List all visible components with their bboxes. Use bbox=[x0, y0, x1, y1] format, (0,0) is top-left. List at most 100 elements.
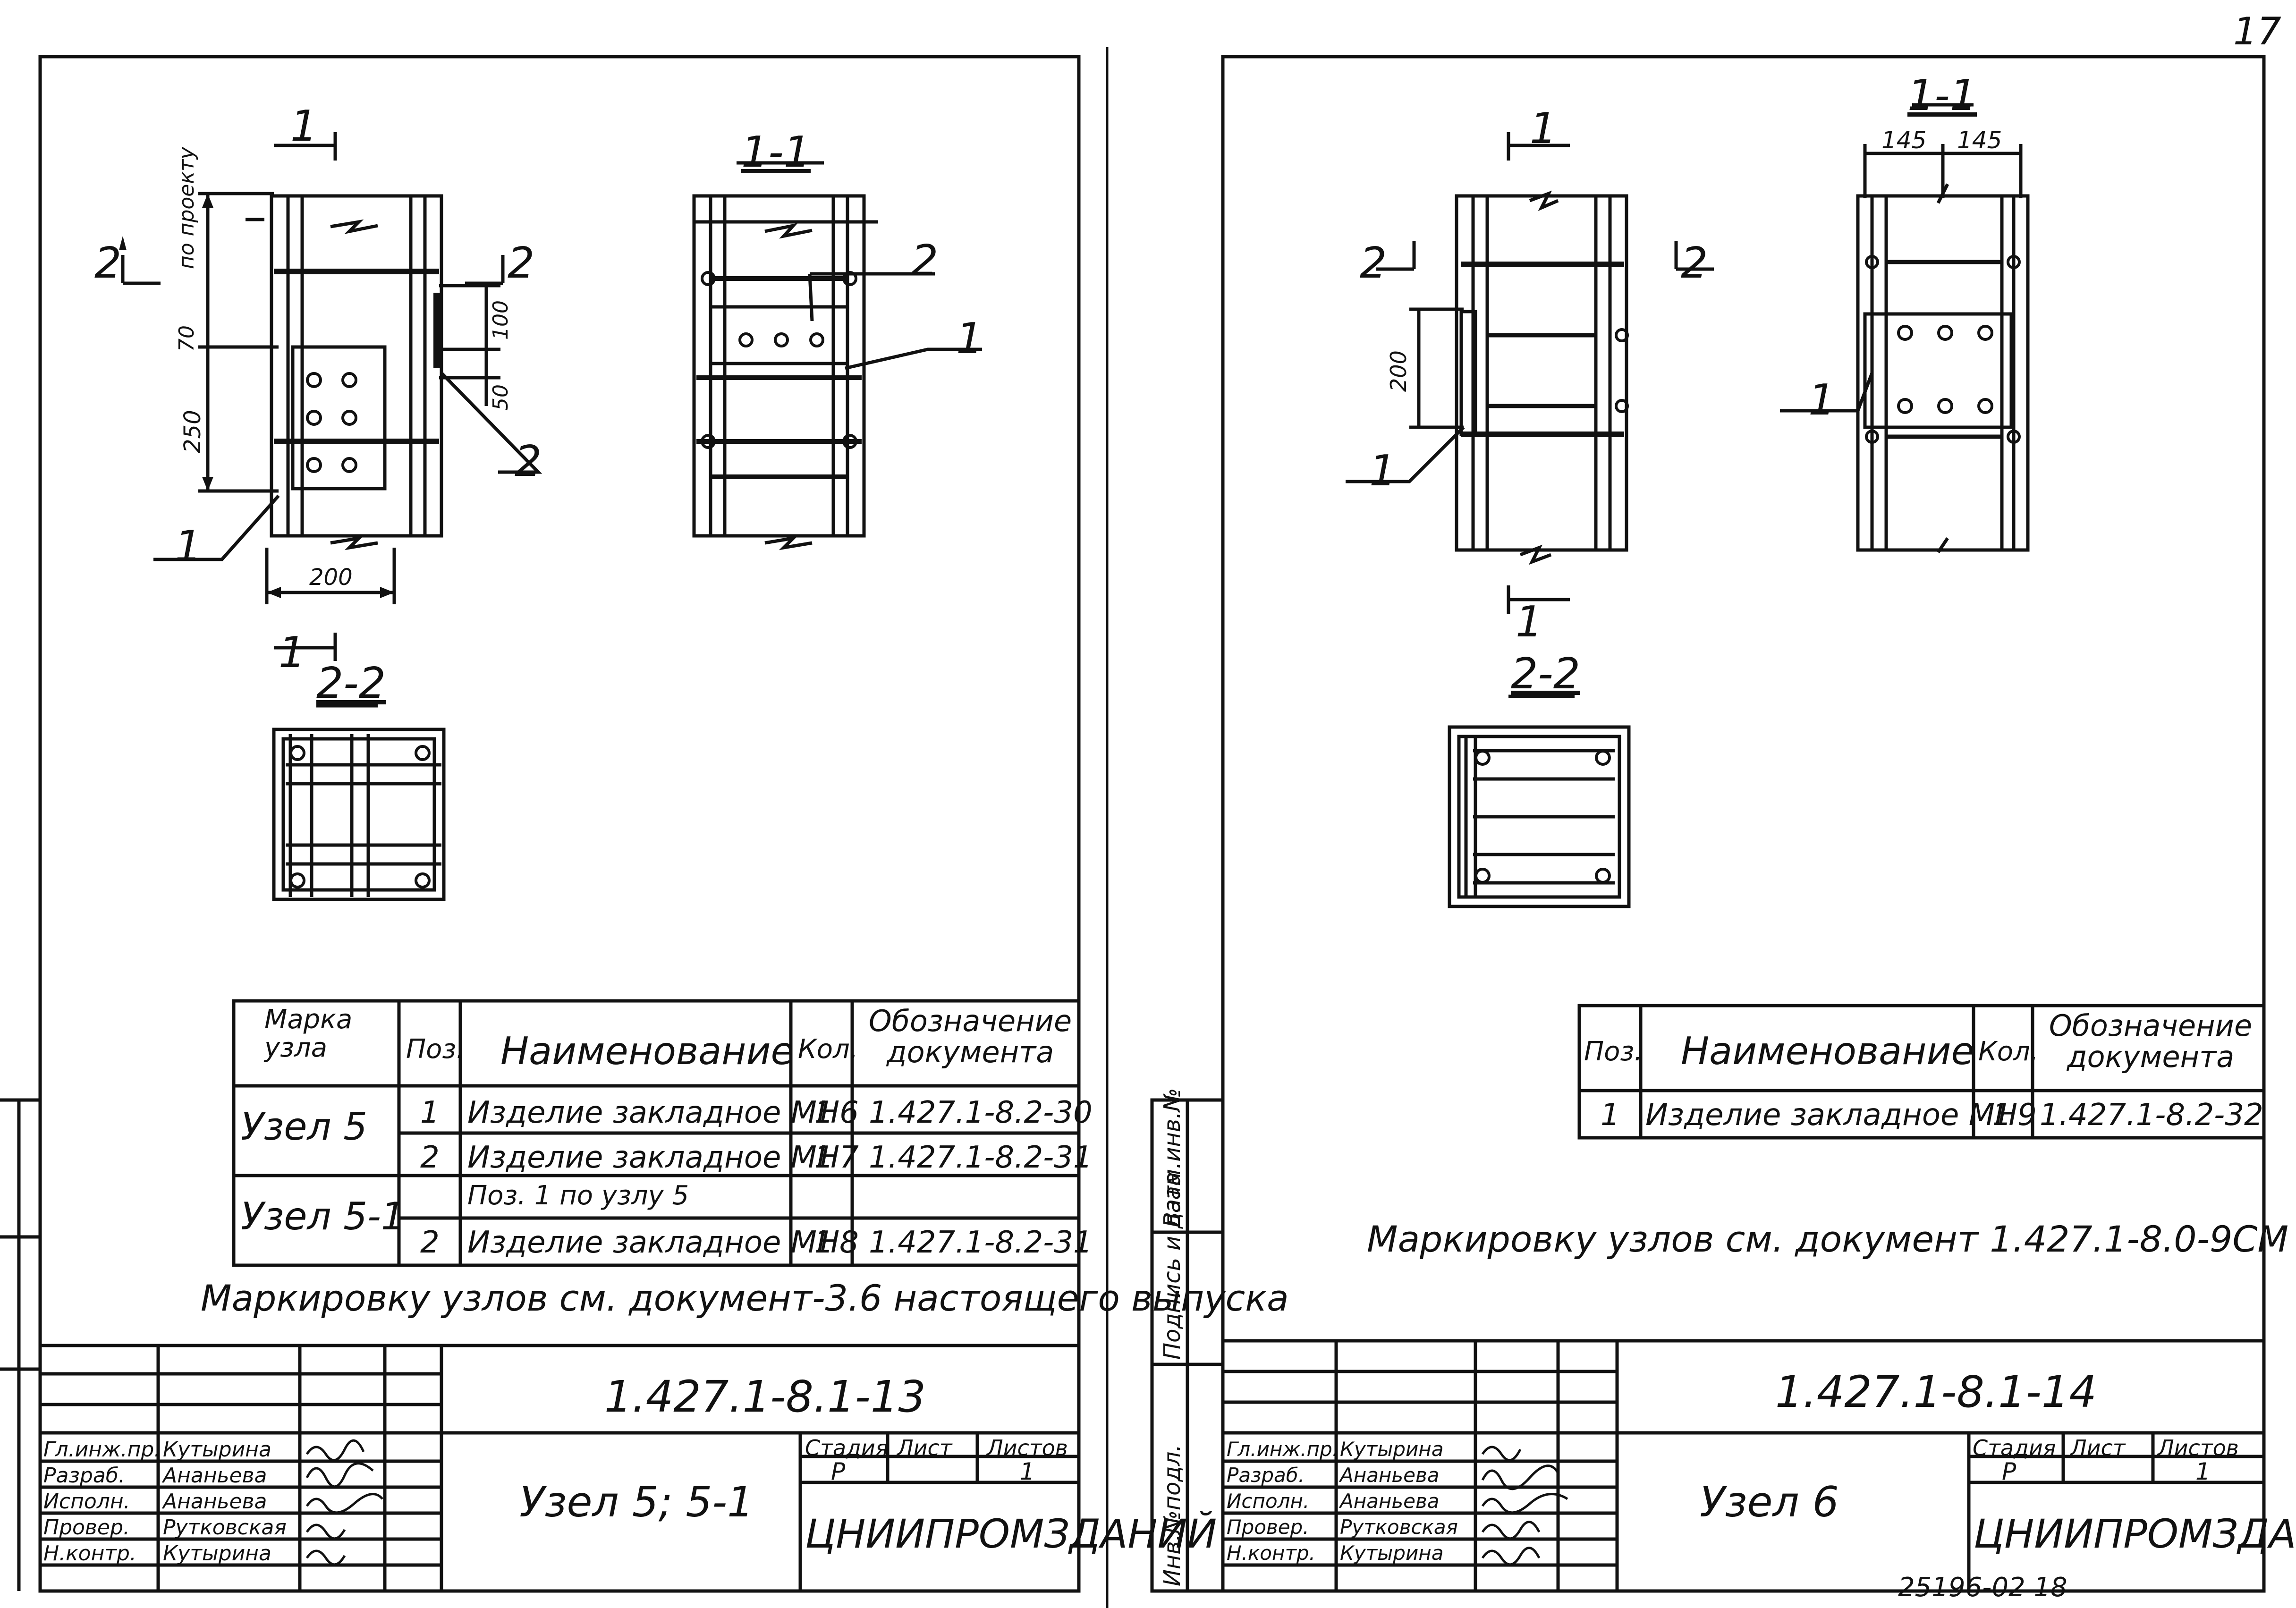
left-stamp-title: Узел 5; 5-1 bbox=[519, 1478, 754, 1526]
left-spec-row4-oboz: 1.427.1-8.2-31 bbox=[869, 1225, 1093, 1260]
right-name-4: Рутковская bbox=[1340, 1515, 1458, 1539]
right-role-4: Провер. bbox=[1227, 1515, 1309, 1539]
right-spec-row1-oboz: 1.427.1-8.2-32 bbox=[2040, 1098, 2263, 1133]
left-note: Маркировку узлов см. документ-3.6 настоя… bbox=[201, 1277, 1289, 1319]
left-role-3: Исполн. bbox=[43, 1490, 130, 1514]
left-spec-row4-name: Изделие закладное МН8 bbox=[467, 1225, 859, 1260]
left-spec-row1-poz: 1 bbox=[420, 1095, 440, 1130]
right-stamp-listov: 1 bbox=[2195, 1458, 2211, 1485]
left-cut-2-left: 2 bbox=[94, 238, 122, 288]
right-side-label-inv: Инв.№подл. bbox=[1159, 1444, 1186, 1586]
left-role-2: Разраб. bbox=[43, 1464, 125, 1488]
left-stamp-org: ЦНИИПРОМЗДАНИЙ bbox=[805, 1511, 1217, 1557]
signatures bbox=[305, 1439, 1568, 1566]
left-stamp-listov-label: Листов bbox=[987, 1435, 1068, 1461]
right-callout-1-plan: 1 bbox=[1369, 446, 1397, 496]
right-stamp-title: Узел 6 bbox=[1700, 1478, 1839, 1526]
left-name-1: Кутырина bbox=[163, 1438, 271, 1462]
right-spec-header-name: Наименование bbox=[1681, 1029, 1974, 1073]
right-title-block bbox=[1223, 1339, 2264, 1591]
left-spec-header-poz: Поз. bbox=[406, 1034, 465, 1065]
right-cut-1-bottom: 1 bbox=[1516, 597, 1543, 647]
left-spec-header-oboz: Обозначение документа bbox=[868, 1004, 1072, 1069]
page-number: 17 bbox=[2233, 9, 2281, 53]
right-spec-row1-poz: 1 bbox=[1601, 1098, 1620, 1133]
left-name-2: Ананьева bbox=[163, 1464, 267, 1488]
left-stamp-listov: 1 bbox=[1020, 1458, 1035, 1485]
left-cut-1-top: 1 bbox=[290, 102, 318, 151]
left-dim-250: 250 bbox=[179, 410, 206, 453]
left-dim-70: 70 bbox=[175, 325, 199, 352]
left-spec-header-marka: Марка узла bbox=[264, 1004, 353, 1063]
right-spec-row1-name: Изделие закладное МН9 bbox=[1645, 1098, 2037, 1133]
right-cut-2-left: 2 bbox=[1360, 238, 1387, 288]
left-name-3: Ананьева bbox=[163, 1490, 267, 1514]
left-section-2-2-title: 2-2 bbox=[316, 659, 386, 708]
right-dim-145b: 145 bbox=[1957, 127, 2002, 154]
left-role-5: Н.контр. bbox=[43, 1541, 136, 1566]
left-section-2-2 bbox=[272, 704, 446, 901]
left-spec-header-name: Наименование bbox=[500, 1029, 794, 1073]
bottom-stamp: 25196-02 18 bbox=[1898, 1572, 2067, 1603]
right-stamp-code: 1.427.1-8.1-14 bbox=[1775, 1367, 2097, 1417]
right-spec-header-oboz: Обозначение документа bbox=[2049, 1008, 2253, 1074]
right-name-3: Ананьева bbox=[1340, 1490, 1440, 1513]
right-stamp-listov-label: Листов bbox=[2158, 1435, 2239, 1461]
left-stamp-stadia-label: Стадия bbox=[805, 1435, 889, 1461]
right-callout-1-section: 1 bbox=[1808, 375, 1836, 425]
left-spec-row1-marka: Узел 5 bbox=[241, 1105, 367, 1149]
left-section-1-1-title: 1-1 bbox=[741, 127, 811, 177]
left-spec-row3-marka: Узел 5-1 bbox=[241, 1194, 405, 1238]
right-plan-view bbox=[1346, 132, 1714, 614]
left-spec-row4-kol: 1 bbox=[814, 1225, 834, 1260]
right-section-2-2-title: 2-2 bbox=[1511, 649, 1580, 699]
left-name-4: Рутковская bbox=[163, 1515, 287, 1540]
right-role-3: Исполн. bbox=[1227, 1490, 1310, 1513]
right-dim-145a: 145 bbox=[1881, 127, 1927, 154]
left-plan-view bbox=[121, 132, 542, 661]
left-stamp-list-label: Лист bbox=[897, 1435, 952, 1461]
right-section-1-1-title: 1-1 bbox=[1907, 71, 1977, 120]
right-role-1: Гл.инж.пр. bbox=[1227, 1438, 1339, 1461]
right-name-5: Кутырина bbox=[1340, 1541, 1444, 1565]
right-role-5: Н.контр. bbox=[1227, 1541, 1315, 1565]
right-name-1: Кутырина bbox=[1340, 1438, 1444, 1461]
left-stamp-stadia: Р bbox=[831, 1458, 846, 1485]
left-spec-row2-poz: 2 bbox=[420, 1140, 440, 1175]
left-dim-po-proektu: по проекту bbox=[175, 147, 199, 269]
right-section-1-1 bbox=[1780, 103, 2030, 553]
right-spec-header-poz: Поз. bbox=[1584, 1036, 1643, 1067]
right-cut-2-right: 2 bbox=[1681, 238, 1708, 288]
left-callout-1-plan: 1 bbox=[175, 522, 202, 571]
left-spec-row4-poz: 2 bbox=[420, 1225, 440, 1260]
left-callout-2-plan: 2 bbox=[515, 437, 542, 486]
right-cut-1-top: 1 bbox=[1530, 104, 1557, 153]
left-role-4: Провер. bbox=[43, 1515, 130, 1540]
right-stamp-list-label: Лист bbox=[2070, 1435, 2126, 1461]
left-callout-1-section: 1 bbox=[956, 314, 983, 364]
right-name-2: Ананьева bbox=[1340, 1464, 1440, 1487]
left-dim-50: 50 bbox=[489, 384, 513, 411]
left-spec-row3-name: Поз. 1 по узлу 5 bbox=[467, 1180, 689, 1211]
left-section-1-1 bbox=[692, 161, 982, 550]
right-role-2: Разраб. bbox=[1227, 1464, 1305, 1487]
left-cut-2-right: 2 bbox=[508, 238, 535, 288]
right-stamp-stadia: Р bbox=[2002, 1458, 2016, 1485]
right-section-2-2 bbox=[1448, 694, 1631, 908]
left-spec-row2-kol: 1 bbox=[814, 1140, 834, 1175]
left-name-5: Кутырина bbox=[163, 1541, 271, 1566]
right-spec-row1-kol: 1 bbox=[1992, 1098, 2012, 1133]
left-spec-row1-name: Изделие закладное МН6 bbox=[467, 1095, 859, 1130]
right-side-label-vzam: Взам.инв.№ bbox=[1159, 1088, 1186, 1227]
left-dim-200: 200 bbox=[309, 564, 353, 591]
left-callout-2-section: 2 bbox=[911, 236, 939, 286]
right-sheet-frame bbox=[1221, 55, 2266, 1593]
left-dim-100: 100 bbox=[489, 300, 513, 340]
left-spec-row1-kol: 1 bbox=[814, 1095, 834, 1130]
right-spec-table bbox=[1577, 1004, 2266, 1140]
left-spec-row2-name: Изделие закладное МН7 bbox=[467, 1140, 859, 1175]
right-stamp-org: ЦНИИПРОМЗДАНИЙ bbox=[1974, 1511, 2296, 1557]
left-spec-row2-oboz: 1.427.1-8.2-31 bbox=[869, 1140, 1093, 1175]
left-role-1: Гл.инж.пр. bbox=[43, 1438, 161, 1462]
